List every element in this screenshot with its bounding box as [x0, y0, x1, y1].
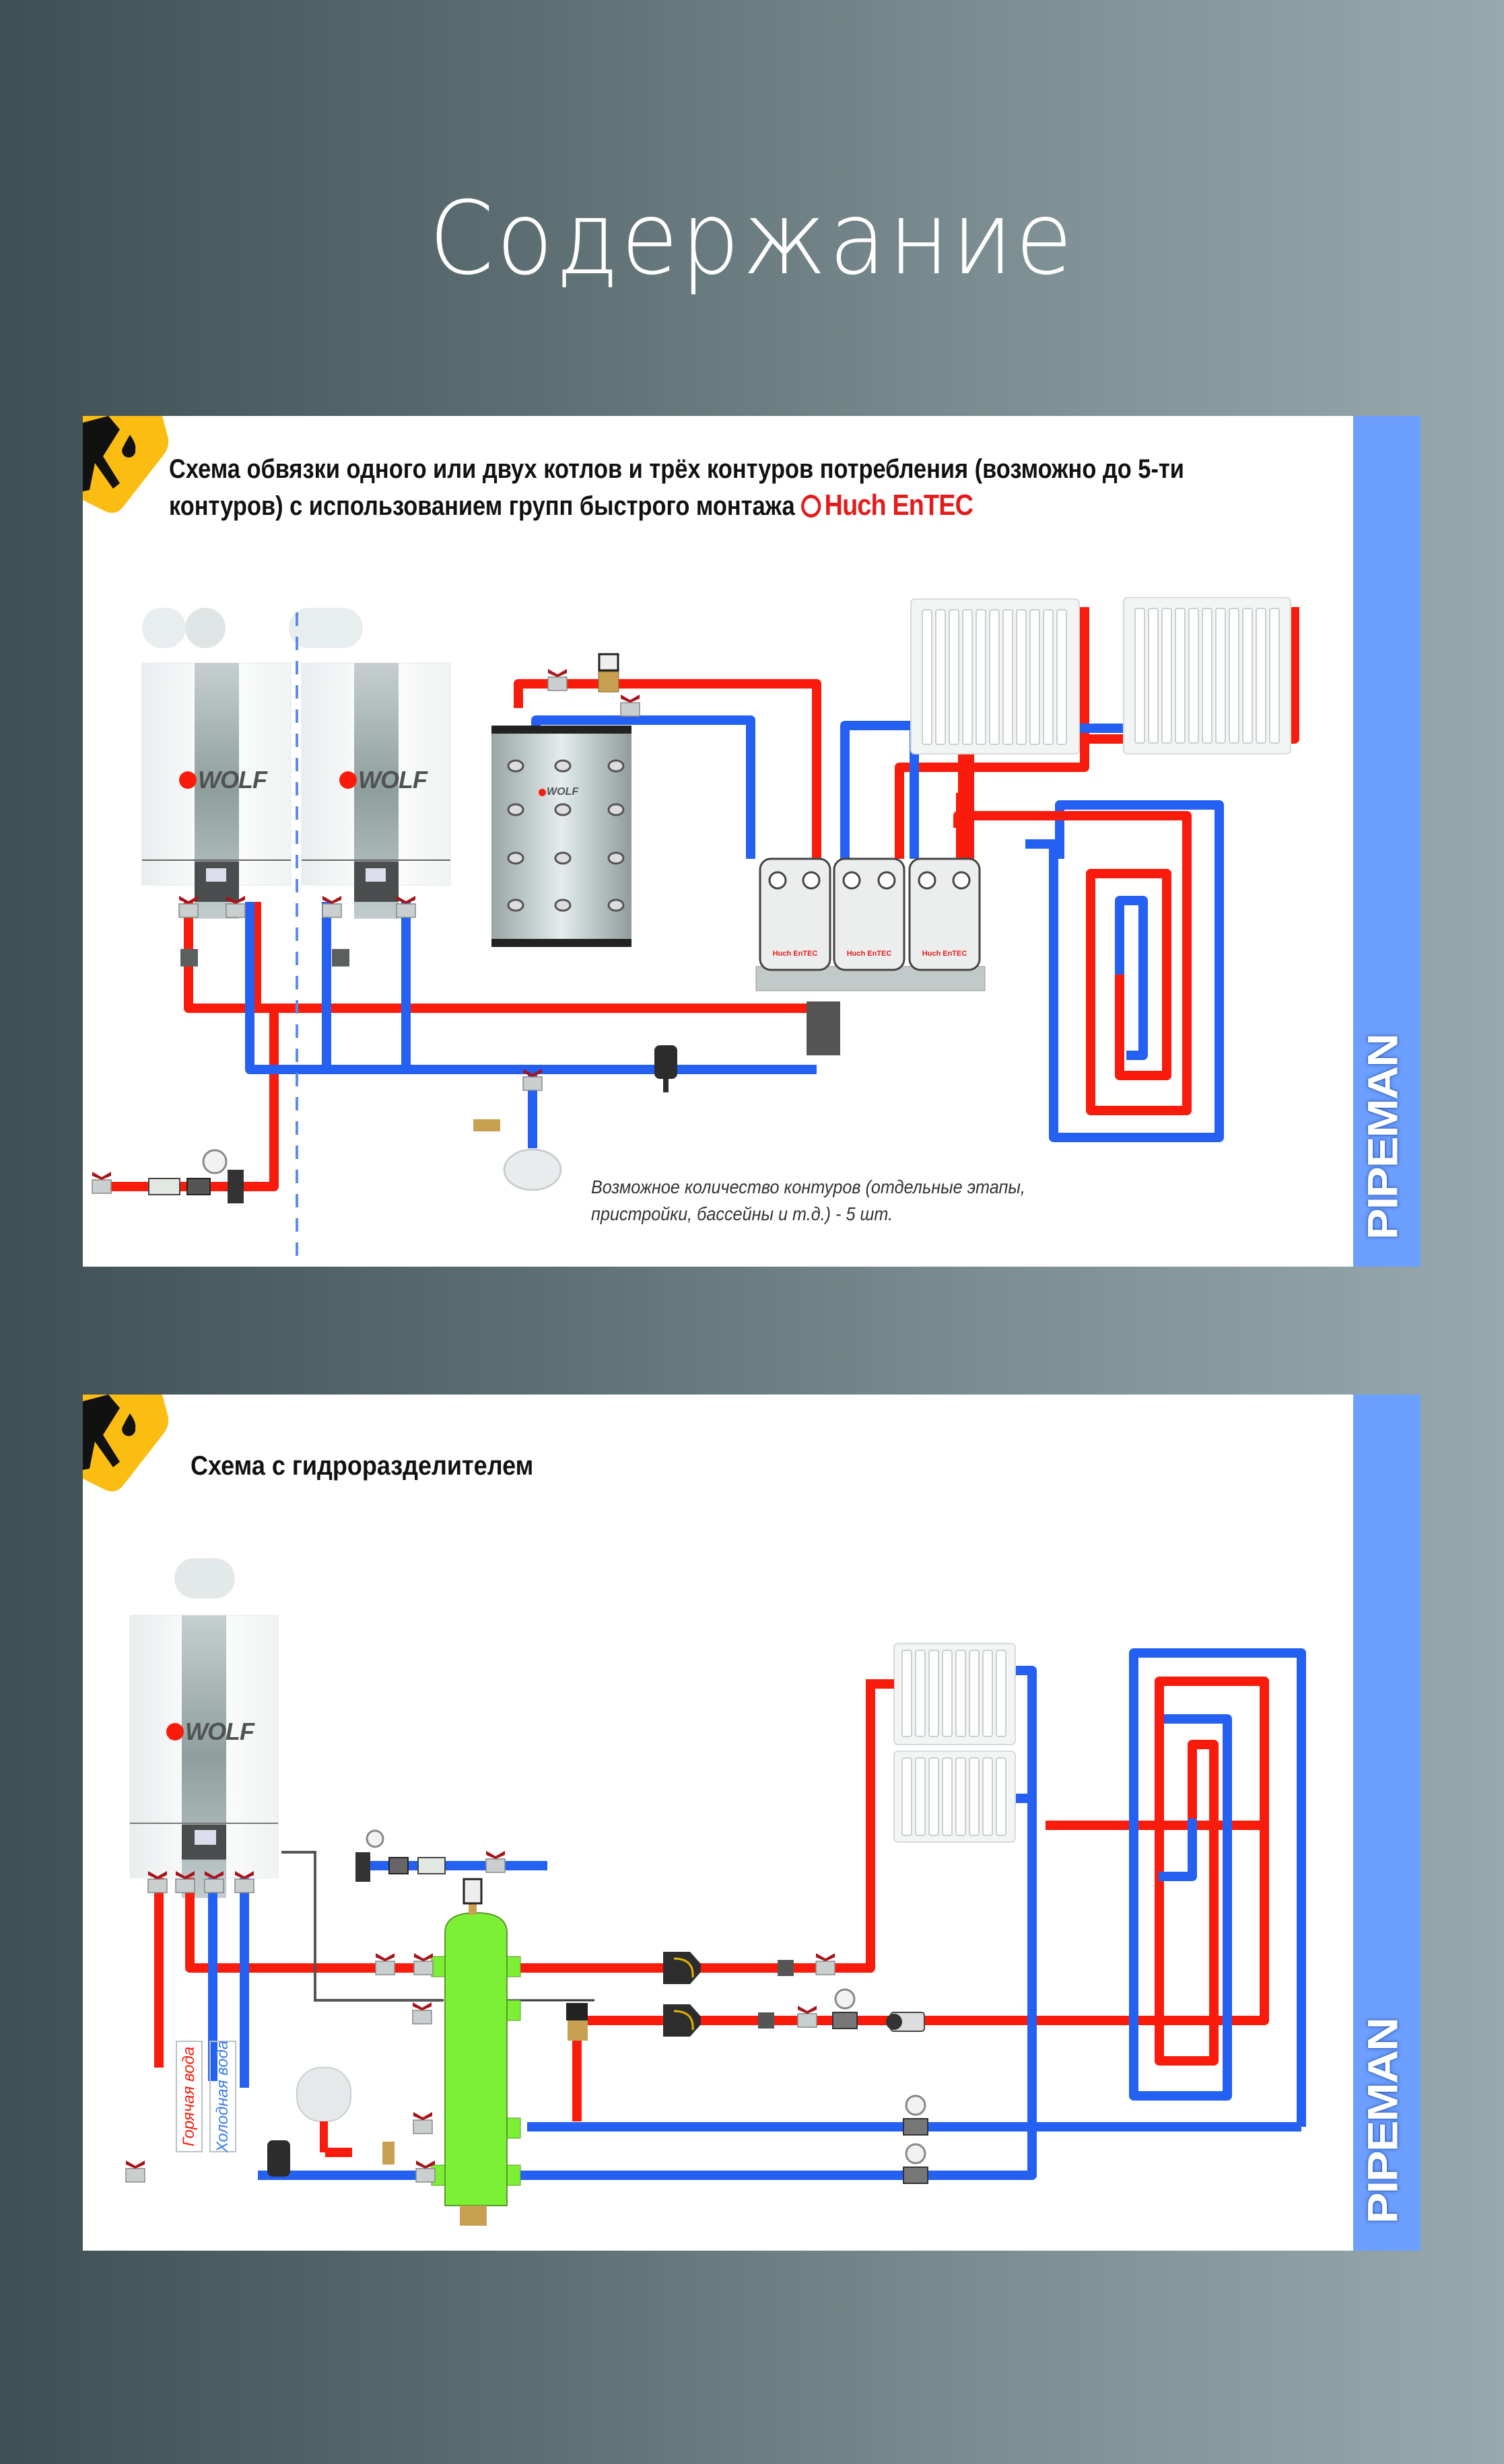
- group-logo-3: Huch EnTEC: [922, 950, 967, 958]
- radiator-fin: [1202, 608, 1212, 744]
- radiator-fin: [955, 1650, 966, 1737]
- huch-entec-logo: Huch EnTEC: [801, 489, 973, 522]
- brand-strip: PIPEMAN: [1353, 416, 1421, 1267]
- brand-strip: PIPEMAN: [1353, 1395, 1421, 2251]
- boiler: [129, 1558, 279, 1898]
- heating-diagram-1: Huch EnTEC Huch EnTEC Huch EnTEC: [92, 597, 1299, 1267]
- underfloor-loop: [1129, 1648, 1306, 2127]
- radiator-fin: [1016, 609, 1027, 745]
- radiator-fin: [1242, 608, 1253, 744]
- air-separator: [267, 2140, 290, 2177]
- thermostatic-valve: [886, 2012, 925, 2032]
- air-separator: [654, 1045, 677, 1092]
- boiler-2-logo: WOLF: [338, 766, 428, 794]
- radiator-fin: [1256, 608, 1266, 744]
- radiator-fin: [928, 1650, 939, 1737]
- panel-title-line1: Схема обвязки одного или двух котлов и т…: [169, 454, 1184, 484]
- radiator-fin: [1215, 608, 1226, 744]
- underfloor-loop: [953, 800, 1224, 1142]
- radiator-fin: [901, 1757, 912, 1836]
- tank-logo: WOLF: [547, 786, 579, 798]
- radiator-fin: [982, 1650, 993, 1737]
- radiator-2: [893, 1751, 1016, 1843]
- huch-entec-groups: Huch EnTEC Huch EnTEC Huch EnTEC: [755, 857, 986, 1055]
- radiator-fin: [949, 609, 959, 745]
- legend-cold-water: Холодная вода: [209, 2041, 236, 2152]
- wolf-dot-icon: [539, 788, 546, 796]
- note-line1: Возможное количество контуров (отдельные…: [591, 1176, 1025, 1197]
- scheme-panel-hydro-separator: Схема с гидроразделителем: [83, 1395, 1421, 2251]
- tank-logo-wrap: WOLF: [538, 786, 578, 798]
- boiler-1: [141, 608, 292, 919]
- panel-title: Схема обвязки одного или двух котлов и т…: [169, 451, 1367, 524]
- radiator-fin: [969, 1757, 980, 1836]
- panel-title: Схема с гидроразделителем: [191, 1451, 534, 1481]
- legend-cold-label: Холодная вода: [213, 2040, 232, 2153]
- note-line2: пристройки, бассейны и т.д.) - 5 шт.: [591, 1203, 893, 1224]
- group-logo-2: Huch EnTEC: [847, 950, 892, 958]
- pipeman-brand: PIPEMAN: [1359, 1034, 1407, 1240]
- sensor-cable: [281, 1851, 444, 2002]
- boiler-logo: WOLF: [198, 766, 267, 794]
- radiator-fin: [1269, 608, 1280, 744]
- radiator-fin: [942, 1757, 953, 1836]
- expansion-vessel: [473, 1068, 562, 1191]
- wolf-dot-icon: [339, 771, 357, 789]
- radiator-fin: [989, 609, 1000, 745]
- radiator-fin: [928, 1757, 939, 1836]
- group-logo-1: Huch EnTEC: [773, 950, 818, 958]
- radiator-fin: [1002, 609, 1013, 745]
- warning-hand-icon: [83, 1395, 169, 1491]
- huch-entec-mark-icon: [801, 495, 821, 518]
- warning-hand-icon: [83, 416, 169, 513]
- wolf-dot-icon: [179, 771, 197, 789]
- radiator-fin: [982, 1757, 993, 1836]
- radiator-2: [1123, 597, 1291, 754]
- boiler-2: [289, 608, 451, 919]
- boiler-1-logo: WOLF: [178, 766, 267, 794]
- wolf-dot-icon: [166, 1723, 184, 1740]
- makeup-line-fittings: [92, 1149, 244, 1203]
- makeup-line-fittings: [355, 1829, 446, 1882]
- radiator-fin: [915, 1757, 926, 1836]
- radiator-fin: [935, 609, 946, 745]
- radiator-fin: [942, 1650, 953, 1737]
- radiator-fin: [955, 1757, 966, 1836]
- contours-note: Возможное количество контуров (отдельные…: [591, 1174, 1025, 1228]
- radiator-fin: [969, 1650, 980, 1737]
- radiator-fin: [922, 609, 932, 745]
- huch-entec-text: Huch EnTEC: [824, 489, 973, 522]
- radiator-fin: [1029, 609, 1040, 745]
- radiator-1: [910, 598, 1080, 754]
- hydraulic-separator: [431, 1878, 521, 2226]
- pipeman-brand: PIPEMAN: [1359, 2018, 1407, 2224]
- boiler-logo: WOLF: [358, 766, 428, 794]
- radiator-fin: [901, 1650, 912, 1737]
- radiator-fin: [976, 609, 986, 745]
- boiler-logo-wrap: WOLF: [165, 1718, 254, 1746]
- radiator-fin: [1148, 608, 1159, 744]
- radiator-fin: [996, 1757, 1006, 1836]
- radiator-fin: [1056, 609, 1067, 745]
- panel-title-line2: контуров) с использованием групп быстрог…: [169, 491, 795, 521]
- radiator-fin: [1188, 608, 1199, 744]
- radiator-fin: [1229, 608, 1239, 744]
- scheme-panel-two-boilers: Схема обвязки одного или двух котлов и т…: [83, 416, 1421, 1267]
- radiator-fin: [996, 1650, 1006, 1737]
- radiator-1: [893, 1643, 1016, 1745]
- radiator-fin: [1043, 609, 1054, 745]
- radiator-fin: [962, 609, 973, 745]
- radiator-fin: [1134, 608, 1145, 744]
- radiator-fin: [1161, 608, 1172, 744]
- legend-hot-water: Горячая вода: [176, 2041, 203, 2152]
- legend-hot-label: Горячая вода: [180, 2046, 198, 2147]
- radiator-fin: [1175, 608, 1186, 744]
- radiator-fin: [915, 1650, 926, 1737]
- heating-diagram-2: [125, 1558, 1306, 2226]
- expansion-vessel: [296, 2067, 395, 2164]
- buffer-tank: [491, 726, 631, 947]
- page-title: Содержание: [429, 180, 1075, 297]
- boiler-logo: WOLF: [185, 1718, 254, 1745]
